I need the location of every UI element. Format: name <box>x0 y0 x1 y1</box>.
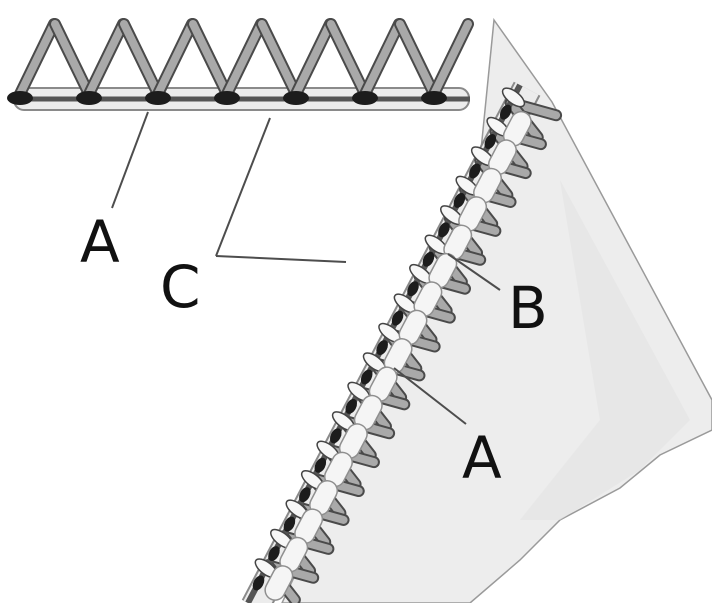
label-a-top: A <box>80 208 120 276</box>
diag-knot <box>329 428 342 444</box>
leader-a-top <box>111 111 149 209</box>
stitch-knot <box>76 91 102 105</box>
diag-knot <box>314 457 327 473</box>
top-stitch-row <box>7 18 474 105</box>
stitch-knot <box>7 91 33 105</box>
stitch-knot <box>421 91 447 105</box>
stitch-bar <box>258 20 300 98</box>
stitch-bar <box>189 20 231 98</box>
diag-knot <box>299 487 311 503</box>
diag-knot <box>252 575 265 591</box>
label-b: B <box>508 274 548 342</box>
stitch-bar <box>430 20 472 98</box>
stitch-bar <box>16 20 58 98</box>
label-c: C <box>160 253 201 321</box>
stitch-bar <box>361 20 403 98</box>
diag-knot <box>376 340 388 355</box>
stitch-knot <box>352 91 378 105</box>
diag-knot <box>469 163 481 179</box>
leader-a-diagonal <box>393 367 467 425</box>
stitch-bar <box>85 20 127 98</box>
stitch-knot <box>145 91 171 105</box>
stitch-bar <box>120 20 162 98</box>
diag-knot <box>268 546 280 561</box>
diag-knot <box>453 192 466 208</box>
fabric-shade <box>520 180 690 520</box>
leader-c-horizontal <box>215 255 347 263</box>
stitch-bar <box>292 20 334 98</box>
diag-knot <box>283 516 296 532</box>
diag-knot <box>360 369 373 385</box>
diag-knot <box>422 251 435 267</box>
stitch-knot <box>283 91 309 105</box>
diag-knot <box>345 398 358 414</box>
diag-loop <box>501 87 526 108</box>
diag-knot <box>407 281 419 297</box>
diag-knot <box>484 134 497 149</box>
diag-knot <box>499 104 512 120</box>
stitch-bar <box>154 20 196 98</box>
leader-c-top <box>215 117 271 257</box>
diag-knot <box>438 222 450 238</box>
leader-b <box>447 253 501 291</box>
stitch-bar <box>327 20 369 98</box>
stitch-bar <box>51 20 93 98</box>
stitch-bar <box>223 20 265 98</box>
label-a-diagonal: A <box>462 424 502 492</box>
stitch-knot <box>214 91 240 105</box>
diag-knot <box>391 310 404 326</box>
diag-outer-loop <box>264 565 294 601</box>
diagonal-seam <box>241 81 563 603</box>
leader-lines <box>111 111 501 425</box>
stitch-bar <box>396 20 438 98</box>
